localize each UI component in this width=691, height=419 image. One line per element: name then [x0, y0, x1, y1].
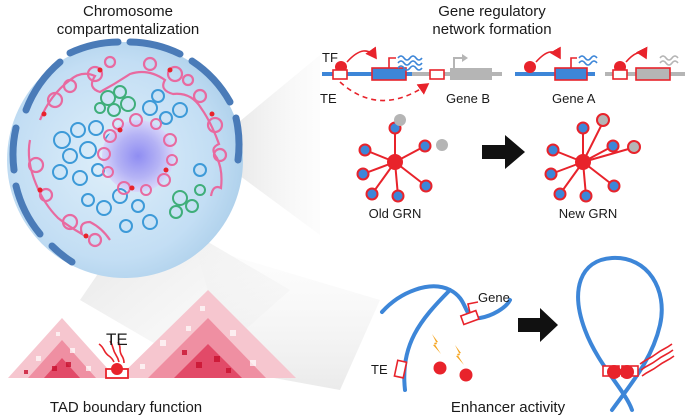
grn-title-line2: network formation [432, 21, 551, 38]
green-chromatin [94, 85, 206, 219]
enhancer-tf-2 [459, 368, 473, 382]
gene-b-activated [605, 46, 685, 81]
gene-b-construct: TF TE Gene B [320, 46, 502, 106]
nucleus-illustration [7, 38, 243, 278]
dna-strand-left [322, 72, 412, 76]
gene-b-label: Gene B [446, 91, 490, 106]
new-grn-label: New GRN [559, 206, 618, 221]
te-label-grn: TE [320, 91, 337, 106]
gene-a-label: Gene A [552, 91, 596, 106]
te-element-gene-b [429, 69, 445, 80]
chromatin-loop [576, 255, 664, 412]
te-element [332, 69, 348, 80]
peripheral-chromatin [27, 55, 228, 248]
tad-title: TAD boundary function [50, 399, 202, 416]
enhancer-tf-1 [433, 361, 447, 375]
tss-arrow [388, 57, 396, 68]
chromatin-fiber-lower [402, 288, 452, 392]
new-grn-hub [575, 154, 591, 170]
signal-bolt-1 [432, 334, 441, 354]
loop-transcripts [639, 343, 675, 377]
panel-enhancer-activity: Gene TE Enhancer activity [371, 255, 675, 416]
chromatin-fiber-open [380, 284, 512, 321]
gene-b-tss [453, 57, 464, 68]
gene-b-activated-transcripts [659, 55, 679, 66]
recruited-gene-node-2 [627, 140, 641, 154]
nuclear-envelope [9, 38, 243, 266]
enhancer-te-label: TE [371, 362, 388, 377]
gene-box-left [371, 67, 407, 81]
gene-a-construct: Gene A [515, 46, 598, 106]
loop-tf-2 [620, 365, 634, 379]
gene-box-enhancer [459, 309, 480, 326]
old-grn-nodes [356, 121, 433, 203]
tad-triangle-right [118, 290, 296, 378]
gene-b-activated-box [635, 67, 671, 81]
enhancer-te-element [393, 359, 408, 379]
te-marks [37, 67, 215, 239]
tad-te-transcripts [98, 340, 125, 364]
gene-b-activated-te [612, 69, 628, 80]
gene-b-tss-head [462, 54, 468, 62]
grn-transition-arrow [482, 135, 525, 169]
old-grn-hub [387, 154, 403, 170]
te-copy-arrow [339, 81, 430, 102]
panel-grn-formation: Gene regulatory network formation TF TE … [320, 3, 685, 221]
grn-title-line1: Gene regulatory [438, 3, 546, 20]
enhancer-transition-arrow [518, 308, 558, 342]
old-grn-label: Old GRN [369, 206, 422, 221]
transcript-squiggles [397, 55, 423, 71]
recruited-gene-node-1 [596, 113, 610, 127]
tf-label: TF [322, 50, 338, 65]
unlinked-gene-node-2 [436, 139, 448, 151]
gene-a-tf [524, 61, 536, 73]
new-grn-network: New GRN [544, 113, 641, 221]
gene-a-transcripts [578, 55, 598, 66]
compartment-title-line2: compartmentalization [57, 21, 200, 38]
nucleolus [102, 120, 174, 192]
gene-b-activated-arrow [625, 46, 648, 63]
tad-triangle-left [8, 318, 116, 378]
new-grn-nodes [544, 121, 621, 203]
gene-a-box [554, 67, 588, 81]
panel-compartmentalization: Chromosome compartmentalization [7, 3, 243, 278]
old-grn-network: Old GRN [356, 114, 448, 221]
panel-tad-boundary: TE TAD boundary function [8, 290, 296, 416]
interior-chromatin [52, 89, 207, 233]
gene-b-box [450, 68, 492, 80]
unlinked-gene-node-1 [394, 114, 406, 126]
gene-a-tss [570, 57, 577, 68]
enhancer-title: Enhancer activity [451, 399, 566, 416]
tad-te-label: TE [106, 330, 128, 349]
enhancer-gene-label: Gene [478, 290, 510, 305]
loop-tf-1 [607, 365, 621, 379]
tf-activation-arrow [346, 46, 377, 63]
compartment-title-line1: Chromosome [83, 3, 173, 20]
signal-bolt-2 [455, 345, 464, 365]
gene-a-arrow [535, 46, 561, 63]
enhancer-gene-tss [467, 301, 479, 314]
tad-boundary-protein [111, 363, 123, 375]
